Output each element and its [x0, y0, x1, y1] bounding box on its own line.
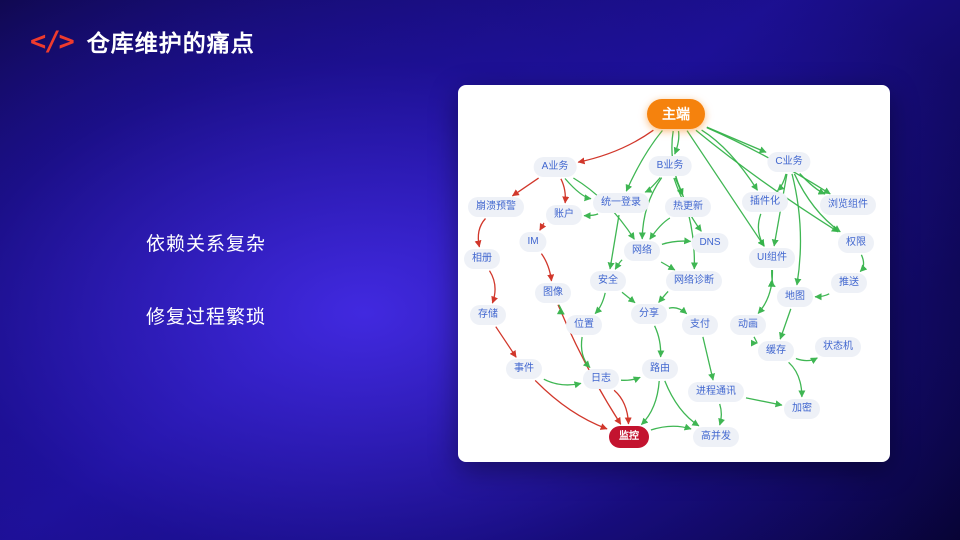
graph-edge-a-account: [560, 178, 570, 204]
graph-node-image: 图像: [535, 283, 571, 303]
bullet-repair-tedious: 修复过程繁琐: [146, 307, 267, 328]
graph-edge-main-perm: [695, 129, 839, 233]
graph-edge-location-log: [580, 336, 591, 369]
graph-edge-ipc-hc: [718, 403, 725, 426]
graph-node-plugin: 插件化: [742, 192, 788, 212]
graph-node-crypto: 加密: [784, 399, 820, 419]
graph-node-share: 分享: [631, 304, 667, 324]
graph-edge-b-sso: [644, 177, 661, 193]
slide-header: </> 仓库维护的痛点: [30, 24, 255, 58]
graph-node-im: IM: [519, 232, 547, 252]
graph-edge-network-netdiag: [660, 261, 676, 271]
graph-node-dns: DNS: [691, 233, 729, 253]
graph-edge-route-monitor: [640, 380, 660, 426]
graph-edge-main-ui: [686, 130, 765, 247]
graph-edge-ipc-crypto: [745, 397, 783, 408]
graph-edge-perm-push: [859, 254, 868, 273]
graph-node-network: 网络: [624, 241, 660, 261]
graph-edge-c-perm: [793, 173, 841, 233]
page-title: 仓库维护的痛点: [86, 30, 255, 56]
graph-node-cache: 缓存: [758, 341, 794, 361]
graph-edge-crash-album: [474, 218, 486, 248]
graph-edge-route-hc: [664, 380, 700, 427]
graph-node-route: 路由: [642, 359, 678, 379]
graph-node-browser: 浏览组件: [820, 195, 876, 215]
graph-edge-log-monitor: [613, 389, 632, 425]
graph-node-event: 事件: [506, 359, 542, 379]
graph-edge-account-im: [539, 222, 547, 231]
graph-node-map: 地图: [777, 287, 813, 307]
graph-edge-share-pay: [668, 306, 688, 315]
graph-edge-push-map: [814, 293, 830, 301]
graph-node-hotfix: 热更新: [665, 197, 711, 217]
dependency-graph-card: 主端 A业务 B业务 C业务崩溃预警 账户统一登录热更新 插件化 浏览组件 IM 网络 DNS UI…: [458, 85, 890, 462]
graph-node-pay: 支付: [682, 315, 718, 335]
graph-edge-netdiag-share: [658, 290, 669, 303]
graph-edge-plugin-ui: [757, 213, 765, 247]
graph-node-ipc: 进程通讯: [688, 382, 744, 402]
graph-edge-image-location: [556, 304, 565, 315]
graph-edge-b-netdiag: [675, 177, 698, 270]
graph-edge-pay-ipc: [702, 336, 716, 381]
graph-node-storage: 存储: [470, 305, 506, 325]
graph-edge-main-browser: [706, 127, 831, 195]
graph-edge-event-log: [543, 378, 582, 389]
graph-edge-hotfix-network: [649, 217, 671, 240]
graph-node-b: B业务: [648, 156, 692, 176]
graph-edge-share-route: [654, 325, 665, 358]
graph-edge-ui-anim: [757, 269, 774, 314]
graph-node-security: 安全: [590, 271, 626, 291]
graph-node-main: 主端: [647, 99, 705, 129]
graph-edge-sso-security: [607, 214, 620, 270]
graph-node-hc: 高并发: [693, 427, 739, 447]
graph-node-a: A业务: [533, 157, 577, 177]
graph-edge-network-security: [614, 259, 623, 270]
graph-edge-event-monitor: [534, 379, 608, 430]
graph-node-c: C业务: [767, 152, 811, 172]
graph-edge-network-dns: [661, 237, 692, 246]
graph-edge-c-plugin: [777, 173, 787, 192]
graph-edge-anim-cache: [750, 336, 758, 347]
graph-edge-c-browser: [799, 173, 826, 195]
graph-edge-monitor-hc: [650, 423, 692, 431]
graph-edge-cache-fsm: [795, 357, 818, 365]
graph-node-location: 位置: [566, 315, 602, 335]
graph-node-push: 推送: [831, 273, 867, 293]
graph-edge-security-location: [594, 292, 606, 315]
graph-node-fsm: 状态机: [815, 337, 861, 357]
graph-nodes-layer: 主端 A业务 B业务 C业务崩溃预警 账户统一登录热更新 插件化 浏览组件 IM 网络 DNS UI…: [458, 85, 890, 462]
bullet-list: 依赖关系复杂 修复过程繁琐: [146, 229, 266, 329]
graph-edge-main-a: [577, 129, 654, 165]
graph-edge-a-crash: [511, 177, 539, 197]
graph-edge-cache-crypto: [788, 361, 806, 398]
graph-edge-main-b: [673, 130, 681, 155]
graph-node-sso: 统一登录: [593, 193, 649, 213]
graph-edge-log-route: [620, 376, 641, 384]
graph-edge-map-cache: [779, 308, 792, 340]
graph-node-netdiag: 网络诊断: [666, 271, 722, 291]
graph-node-album: 相册: [464, 249, 500, 269]
graph-edge-c-map: [791, 173, 802, 286]
graph-node-log: 日志: [583, 369, 619, 389]
graph-edge-a-sso: [564, 178, 592, 202]
graph-node-crash: 崩溃预警: [468, 197, 524, 217]
graph-edge-main-sso: [625, 130, 663, 192]
graph-edge-security-share: [621, 291, 636, 304]
graph-edge-main-plugin: [701, 129, 759, 191]
graph-node-monitor: 监控: [609, 426, 649, 448]
code-icon: </>: [30, 25, 75, 57]
graph-node-ui: UI组件: [749, 248, 795, 268]
bullet-dependency-complex: 依赖关系复杂: [146, 234, 267, 255]
graph-edge-storage-event: [495, 326, 517, 358]
graph-node-anim: 动画: [730, 315, 766, 335]
graph-edge-im-image: [540, 253, 555, 282]
graph-node-account: 账户: [546, 205, 582, 225]
graph-edge-sso-account: [583, 212, 599, 220]
graph-node-perm: 权限: [838, 233, 874, 253]
graph-edge-album-storage: [488, 270, 498, 304]
